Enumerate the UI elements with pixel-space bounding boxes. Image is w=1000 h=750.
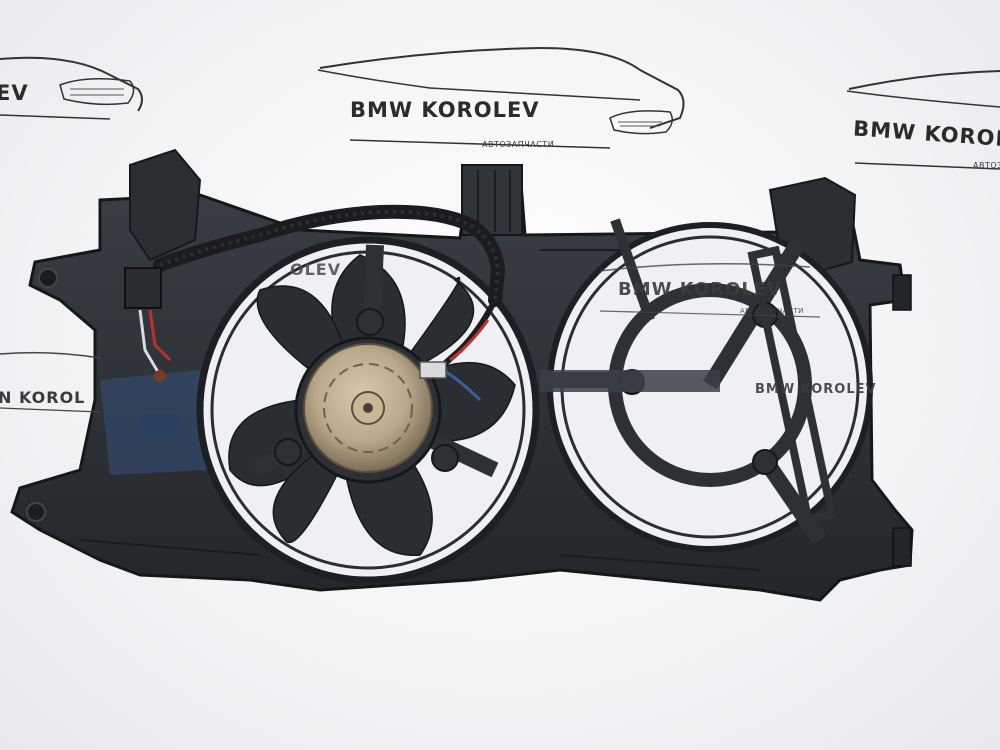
watermark-top-right: BMW KOROLEV АВТОЗАПЧАСТИ (845, 65, 1000, 175)
watermark-left: N KOROL (0, 348, 110, 418)
watermark-top-left: EV (0, 45, 150, 135)
empty-fan-opening (540, 218, 873, 552)
watermark-center-left: OLEV (290, 256, 370, 286)
car-silhouette-icon (0, 56, 143, 120)
wiring-harness (124, 204, 506, 402)
watermark-top-center: BMW KOROLEV АВТОЗАПЧАСТИ (310, 40, 690, 160)
watermark-brand-fragment: OLEV (290, 260, 342, 279)
car-silhouette-icon (0, 351, 101, 413)
watermark-brand: BMW KOROLEV (350, 98, 540, 122)
car-silhouette-icon (846, 70, 1000, 170)
motor-hub (294, 336, 442, 484)
watermark-brand: BMW KOROLEV (755, 382, 877, 397)
car-silhouette-icon (599, 263, 821, 318)
watermark-subtitle: АВТОЗАПЧАСТИ (740, 307, 804, 315)
watermark-subtitle: АВТОЗАПЧАСТИ (482, 140, 555, 149)
watermark-brand: BMW KOROLEV (618, 279, 783, 300)
cooling-fan (196, 236, 540, 584)
watermark-subtitle: АВТОЗАПЧАСТИ (973, 161, 1000, 170)
car-silhouette-icon (317, 46, 685, 149)
watermark-center-right: BMW KOROLEV АВТОЗАПЧАСТИ (590, 255, 850, 335)
watermark-brand-fragment: EV (0, 81, 29, 105)
watermark-brand-fragment: N KOROL (0, 388, 86, 407)
watermark-lower-right: BMW KOROLEV (745, 368, 1000, 418)
